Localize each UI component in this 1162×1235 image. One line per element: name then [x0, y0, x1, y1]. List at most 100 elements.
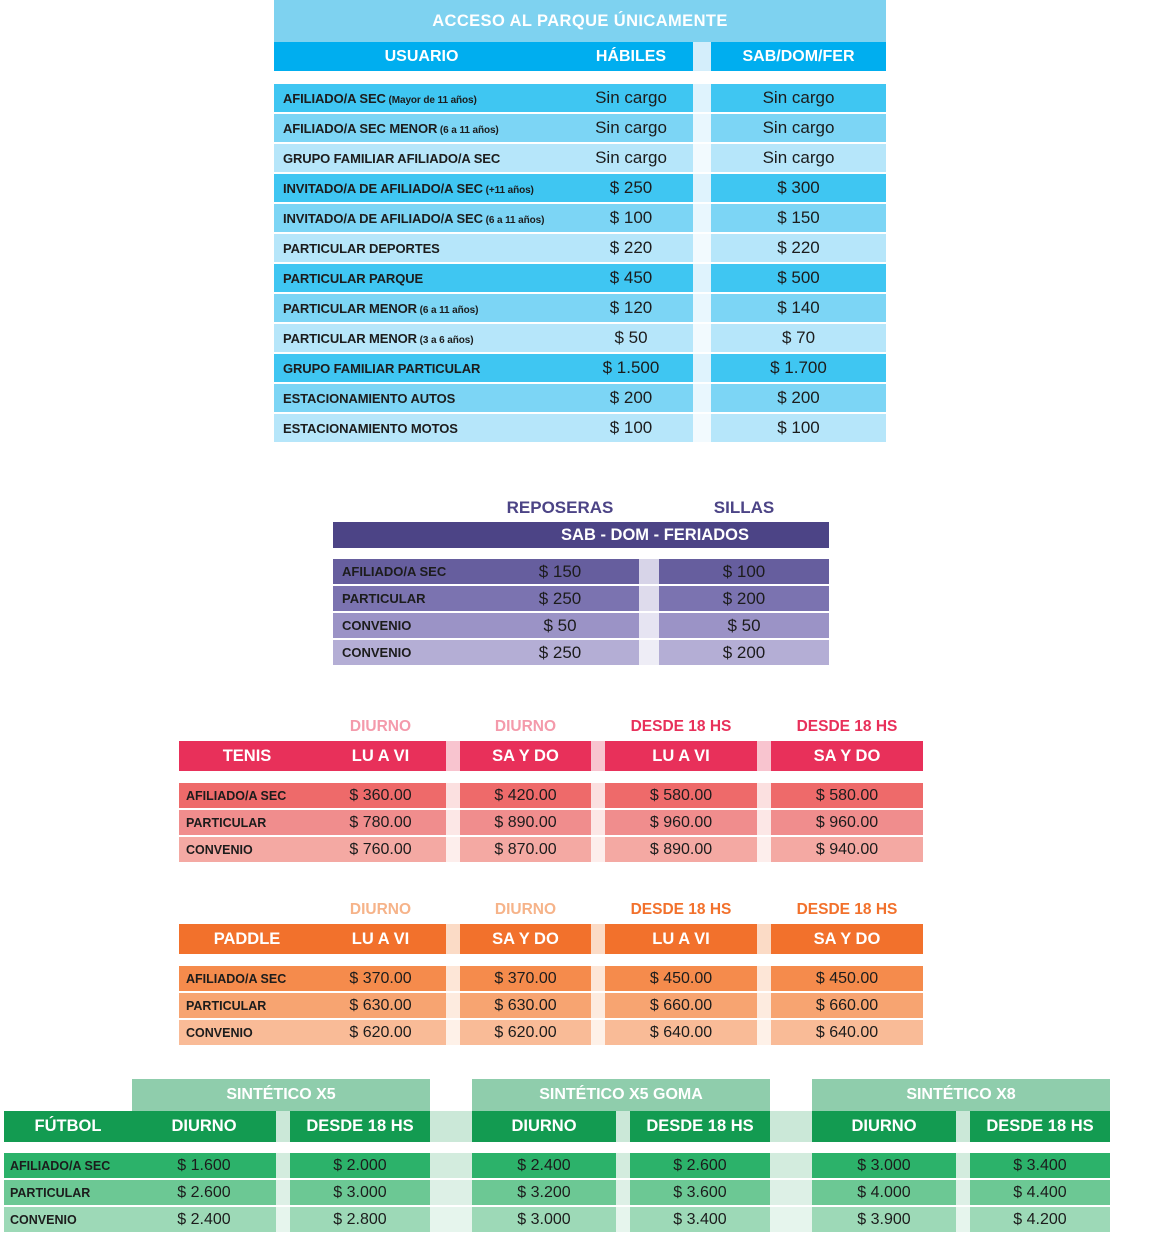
futbol-group-spacer-1: [430, 1079, 472, 1111]
reposeras-row-label: PARTICULAR: [333, 586, 481, 613]
tenis-cell-spacer-1: [446, 837, 460, 864]
acceso-cell-spacer: [693, 264, 711, 294]
acceso-cell-spacer: [693, 384, 711, 414]
reposeras-band-row: SAB - DOM - FERIADOS: [333, 522, 829, 548]
reposeras-row-label: CONVENIO: [333, 613, 481, 640]
acceso-cell-habiles: $ 100: [569, 204, 693, 234]
tenis-cell-1: $ 360.00: [315, 783, 446, 810]
acceso-cell-sabdomfer: $ 300: [711, 174, 886, 204]
paddle-row-label: PARTICULAR: [179, 993, 315, 1020]
table-row: AFILIADO/A SEC$ 370.00$ 370.00$ 450.00$ …: [179, 966, 923, 993]
tenis-body: AFILIADO/A SEC$ 360.00$ 420.00$ 580.00$ …: [179, 783, 923, 864]
acceso-row-label: INVITADO/A DE AFILIADO/A SEC (6 a 11 año…: [274, 204, 569, 234]
acceso-row-label: PARTICULAR MENOR (3 a 6 años): [274, 324, 569, 354]
table-row: AFILIADO/A SEC (Mayor de 11 años)Sin car…: [274, 84, 886, 114]
tenis-band-row: TENIS LU A VI SA Y DO LU A VI SA Y DO: [179, 741, 923, 771]
acceso-body: AFILIADO/A SEC (Mayor de 11 años)Sin car…: [274, 84, 886, 444]
tenis-band-label-2: SA Y DO: [460, 741, 591, 771]
acceso-row-label: PARTICULAR MENOR (6 a 11 años): [274, 294, 569, 324]
futbol-cell-4: $ 3.400: [630, 1207, 770, 1234]
acceso-title: ACCESO AL PARQUE ÚNICAMENTE: [274, 0, 886, 42]
tenis-gap-row: [179, 771, 923, 783]
acceso-cell-habiles: Sin cargo: [569, 114, 693, 144]
acceso-cell-sabdomfer: $ 140: [711, 294, 886, 324]
futbol-cell-5: $ 3.900: [812, 1207, 956, 1234]
paddle-top-spacer-3: [757, 896, 771, 924]
reposeras-gap-row: [333, 548, 829, 559]
reposeras-cell-sillas: $ 50: [659, 613, 829, 640]
acceso-cell-habiles: $ 220: [569, 234, 693, 264]
reposeras-cell-sillas: $ 200: [659, 640, 829, 667]
acceso-cell-sabdomfer: $ 200: [711, 384, 886, 414]
acceso-row-note: (6 a 11 años): [437, 124, 499, 136]
reposeras-cell-reposeras: $ 250: [481, 640, 639, 667]
futbol-subheader-3: DIURNO: [472, 1111, 616, 1142]
tenis-band-label-4: SA Y DO: [771, 741, 923, 771]
reposeras-row-label: AFILIADO/A SEC: [333, 559, 481, 586]
acceso-row-label: ESTACIONAMIENTO MOTOS: [274, 414, 569, 444]
table-row: PARTICULAR$ 2.600$ 3.000$ 3.200$ 3.600$ …: [4, 1180, 1110, 1207]
paddle-cell-spacer-3: [757, 993, 771, 1020]
futbol-cell-spacer-5: [956, 1207, 970, 1234]
paddle-top-label-2: DIURNO: [460, 896, 591, 924]
futbol-cell-6: $ 4.400: [970, 1180, 1110, 1207]
paddle-cell-1: $ 620.00: [315, 1020, 446, 1047]
futbol-cell-spacer-5: [956, 1153, 970, 1180]
futbol-row-label: AFILIADO/A SEC: [4, 1153, 132, 1180]
acceso-header-sabdomfer: SAB/DOM/FER: [711, 42, 886, 71]
acceso-row-label: PARTICULAR PARQUE: [274, 264, 569, 294]
paddle-cell-spacer-3: [757, 1020, 771, 1047]
futbol-cell-2: $ 2.000: [290, 1153, 430, 1180]
acceso-cell-habiles: $ 200: [569, 384, 693, 414]
table-row: CONVENIO$ 250$ 200: [333, 640, 829, 667]
paddle-top-label-1: DIURNO: [315, 896, 446, 924]
tenis-cell-spacer-2: [591, 783, 605, 810]
acceso-row-label: GRUPO FAMILIAR AFILIADO/A SEC: [274, 144, 569, 174]
futbol-header-spacer-1: [276, 1111, 290, 1142]
futbol-cell-4: $ 2.600: [630, 1153, 770, 1180]
table-row: AFILIADO/A SEC$ 1.600$ 2.000$ 2.400$ 2.6…: [4, 1153, 1110, 1180]
paddle-band-label-4: SA Y DO: [771, 924, 923, 954]
table-acceso-al-parque: ACCESO AL PARQUE ÚNICAMENTE USUARIO HÁBI…: [274, 0, 886, 444]
tenis-cell-2: $ 890.00: [460, 810, 591, 837]
acceso-row-label: PARTICULAR DEPORTES: [274, 234, 569, 264]
reposeras-col-title: REPOSERAS: [481, 494, 639, 522]
futbol-header-spacer-5: [956, 1111, 970, 1142]
futbol-gap: [4, 1142, 1110, 1153]
acceso-cell-sabdomfer: $ 70: [711, 324, 886, 354]
futbol-cell-spacer-4: [770, 1153, 812, 1180]
paddle-band-spacer-1: [446, 924, 460, 954]
paddle-band-label-1: LU A VI: [315, 924, 446, 954]
table-row: ESTACIONAMIENTO MOTOS$ 100$ 100: [274, 414, 886, 444]
acceso-header-row: USUARIO HÁBILES SAB/DOM/FER: [274, 42, 886, 71]
tenis-cell-2: $ 420.00: [460, 783, 591, 810]
paddle-top-label-3: DESDE 18 HS: [605, 896, 757, 924]
table-row: PARTICULAR PARQUE$ 450$ 500: [274, 264, 886, 294]
table-row: INVITADO/A DE AFILIADO/A SEC (+11 años)$…: [274, 174, 886, 204]
table-row: PARTICULAR$ 630.00$ 630.00$ 660.00$ 660.…: [179, 993, 923, 1020]
acceso-cell-spacer: [693, 204, 711, 234]
futbol-group-row: SINTÉTICO X5 SINTÉTICO X5 GOMA SINTÉTICO…: [4, 1079, 1110, 1111]
paddle-cell-spacer-1: [446, 1020, 460, 1047]
futbol-subheader-6: DESDE 18 HS: [970, 1111, 1110, 1142]
tenis-cell-3: $ 580.00: [605, 783, 757, 810]
table-row: GRUPO FAMILIAR PARTICULAR$ 1.500$ 1.700: [274, 354, 886, 384]
futbol-cell-6: $ 4.200: [970, 1207, 1110, 1234]
tenis-cell-spacer-1: [446, 783, 460, 810]
futbol-row-label: PARTICULAR: [4, 1180, 132, 1207]
paddle-cell-spacer-2: [591, 966, 605, 993]
paddle-cell-3: $ 660.00: [605, 993, 757, 1020]
acceso-row-label: AFILIADO/A SEC (Mayor de 11 años): [274, 84, 569, 114]
acceso-cell-habiles: $ 100: [569, 414, 693, 444]
futbol-group-spacer-2: [770, 1079, 812, 1111]
acceso-row-label: GRUPO FAMILIAR PARTICULAR: [274, 354, 569, 384]
acceso-cell-spacer: [693, 114, 711, 144]
reposeras-corner: [333, 494, 481, 522]
futbol-cell-spacer-2: [430, 1207, 472, 1234]
acceso-cell-spacer: [693, 174, 711, 204]
paddle-gap: [179, 954, 923, 966]
reposeras-cell-sillas: $ 200: [659, 586, 829, 613]
paddle-band-label-2: SA Y DO: [460, 924, 591, 954]
tenis-band-spacer-2: [591, 741, 605, 771]
